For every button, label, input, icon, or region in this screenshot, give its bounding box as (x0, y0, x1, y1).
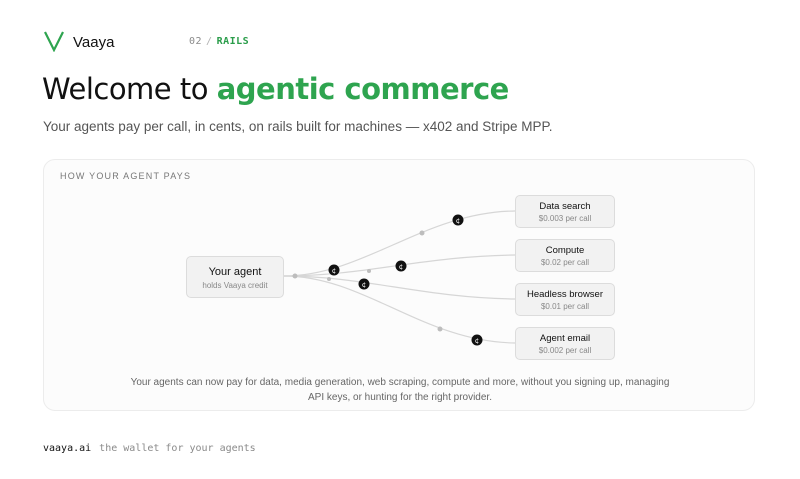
page-footer: vaaya.ai the wallet for your agents (43, 443, 256, 454)
token-symbol: ¢ (362, 281, 366, 289)
token-symbol: ¢ (332, 267, 336, 275)
page-title: Welcome to agentic commerce (42, 72, 509, 106)
service-title: Data search (539, 201, 591, 212)
service-node-compute: Compute $0.02 per call (515, 239, 615, 272)
service-price: $0.01 per call (540, 302, 590, 311)
breadcrumb-separator: / (206, 36, 213, 47)
payment-token-4: ¢ (452, 214, 464, 226)
flow-dot (292, 273, 298, 279)
payment-token-5: ¢ (471, 334, 483, 346)
payment-token-2: ¢ (358, 278, 370, 290)
title-accent: agentic commerce (216, 72, 510, 106)
card-footer-text: Your agents can now pay for data, media … (130, 377, 670, 403)
service-title: Agent email (539, 333, 591, 344)
footer-tagline: the wallet for your agents (99, 443, 256, 454)
service-node-agent-email: Agent email $0.002 per call (515, 327, 615, 360)
token-symbol: ¢ (475, 337, 479, 345)
service-node-headless-browser: Headless browser $0.01 per call (515, 283, 615, 316)
agent-node-subtitle: holds Vaaya credit (202, 281, 268, 290)
token-symbol: ¢ (399, 263, 403, 271)
footer-domain[interactable]: vaaya.ai (43, 443, 92, 454)
v-logo-icon (44, 31, 64, 52)
agent-node-title: Your agent (208, 266, 262, 278)
flow-line-agent-email (283, 275, 516, 344)
breadcrumb-current: RAILS (216, 36, 250, 47)
payment-flow-card: HOW YOUR AGENT PAYS ¢ ¢ ¢ (43, 159, 755, 411)
breadcrumb: 02/RAILS (189, 36, 249, 47)
service-title: Compute (545, 245, 585, 256)
flow-dot (419, 230, 425, 236)
flow-diagram: ¢ ¢ ¢ ¢ ¢ (283, 210, 516, 346)
breadcrumb-number: 02 (189, 36, 203, 47)
flow-line-compute (283, 254, 516, 277)
card-label: HOW YOUR AGENT PAYS (60, 171, 192, 181)
page-subtitle: Your agents pay per call, in cents, on r… (43, 119, 553, 134)
agent-node: Your agent holds Vaaya credit (186, 256, 284, 298)
top-bar: Vaaya 02/RAILS (43, 30, 757, 54)
token-symbol: ¢ (456, 217, 460, 225)
flow-line-headless-browser (283, 275, 516, 300)
brand-name[interactable]: Vaaya (73, 34, 115, 51)
flow-dot (437, 326, 443, 332)
service-title: Headless browser (526, 289, 604, 300)
title-prefix: Welcome to (42, 72, 217, 106)
service-price: $0.003 per call (538, 214, 592, 223)
payment-token-1: ¢ (328, 264, 340, 276)
flow-line-data-search (283, 210, 516, 277)
payment-token-3: ¢ (395, 260, 407, 272)
service-node-data-search: Data search $0.003 per call (515, 195, 615, 228)
flow-dot (367, 269, 371, 273)
service-price: $0.02 per call (540, 258, 590, 267)
flow-dot (327, 277, 331, 281)
service-price: $0.002 per call (538, 346, 592, 355)
